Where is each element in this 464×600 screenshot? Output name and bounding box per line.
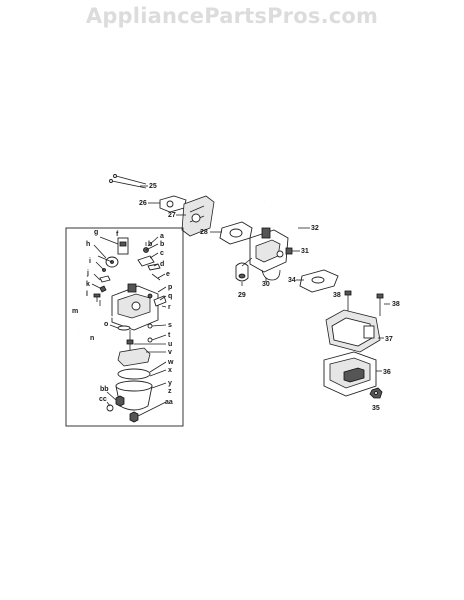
- callout-l: l: [86, 291, 88, 298]
- callout-q: q: [168, 293, 172, 300]
- callout-36: 36: [383, 369, 391, 376]
- callout-v: v: [168, 349, 172, 356]
- callout-bb: bb: [100, 386, 109, 393]
- carburetor-breakdown-box: [65, 227, 184, 427]
- callout-m: m: [72, 308, 78, 315]
- sub-part-drain-screw: [106, 395, 125, 412]
- callout-j: j: [86, 270, 89, 277]
- callout-b-mid: b: [148, 241, 152, 248]
- callout-w: w: [167, 359, 174, 366]
- callout-38-right: 38: [392, 301, 400, 308]
- callout-32: 32: [311, 225, 319, 232]
- sub-part-choke-plate: [97, 255, 119, 268]
- sub-part-float: [117, 347, 151, 367]
- callout-n: n: [90, 335, 94, 342]
- part-36-filter-base: [323, 351, 377, 397]
- part-38-bolt-right: [376, 293, 384, 316]
- callout-r: r: [168, 304, 171, 311]
- callout-k: k: [86, 281, 90, 288]
- part-26-gasket: [159, 195, 187, 213]
- sub-part-bowl-gasket: [117, 368, 151, 380]
- part-37-filter-cover: [325, 309, 381, 353]
- callout-25: 25: [149, 183, 157, 190]
- part-38-bolt-left: [344, 290, 352, 312]
- sub-part-screws-left: [93, 268, 111, 302]
- callout-29: 29: [238, 292, 246, 299]
- callout-31: 31: [301, 248, 309, 255]
- callout-u: u: [168, 341, 172, 348]
- part-28-gasket: [219, 221, 253, 245]
- callout-e: e: [166, 271, 170, 278]
- callout-27: 27: [168, 212, 176, 219]
- part-27-insulator: [181, 195, 215, 237]
- part-29-drain: [235, 257, 253, 282]
- callout-d: d: [160, 261, 164, 268]
- callout-38-left: 38: [333, 292, 341, 299]
- callout-y: y: [168, 380, 172, 387]
- leader-lines: [91, 236, 167, 417]
- callout-a: a: [160, 233, 164, 240]
- callout-c: c: [160, 250, 164, 257]
- callout-37: 37: [385, 336, 393, 343]
- callout-35: 35: [372, 405, 380, 412]
- callout-28: 28: [200, 229, 208, 236]
- sub-part-bowl-bolt: [129, 411, 139, 423]
- callout-t: t: [168, 332, 171, 339]
- sub-part-carburetor-body: [111, 283, 167, 331]
- callout-z: z: [168, 388, 172, 395]
- sub-part-o: [117, 325, 131, 331]
- callout-x: x: [168, 367, 172, 374]
- callout-h: h: [86, 241, 90, 248]
- part-32-fuel-line: [263, 201, 304, 241]
- callout-i: i: [89, 258, 91, 265]
- callout-34: 34: [288, 277, 296, 284]
- sub-part-levers: [147, 263, 161, 281]
- callout-cc: cc: [99, 396, 107, 403]
- callout-f: f: [116, 231, 119, 238]
- sub-part-throttle: [117, 237, 155, 267]
- callout-aa: aa: [165, 399, 173, 406]
- callout-26: 26: [139, 200, 147, 207]
- watermark: AppliancePartsPros.com: [85, 4, 379, 28]
- part-35-nut: [369, 387, 383, 399]
- callout-p: p: [168, 284, 172, 291]
- sub-part-fuel-tube: [77, 313, 115, 337]
- callout-s: s: [168, 322, 172, 329]
- callout-b-top: b: [160, 241, 164, 248]
- part-34-gasket: [299, 269, 339, 293]
- callout-o: o: [104, 321, 108, 328]
- part-25-linkage-rods: [109, 174, 147, 189]
- sub-part-jets: [126, 323, 153, 350]
- part-31-clamp: [285, 247, 293, 255]
- part-30-carburetor: [249, 227, 289, 281]
- callout-g: g: [94, 229, 98, 236]
- callout-30: 30: [262, 281, 270, 288]
- sub-part-float-bowl: [115, 380, 153, 411]
